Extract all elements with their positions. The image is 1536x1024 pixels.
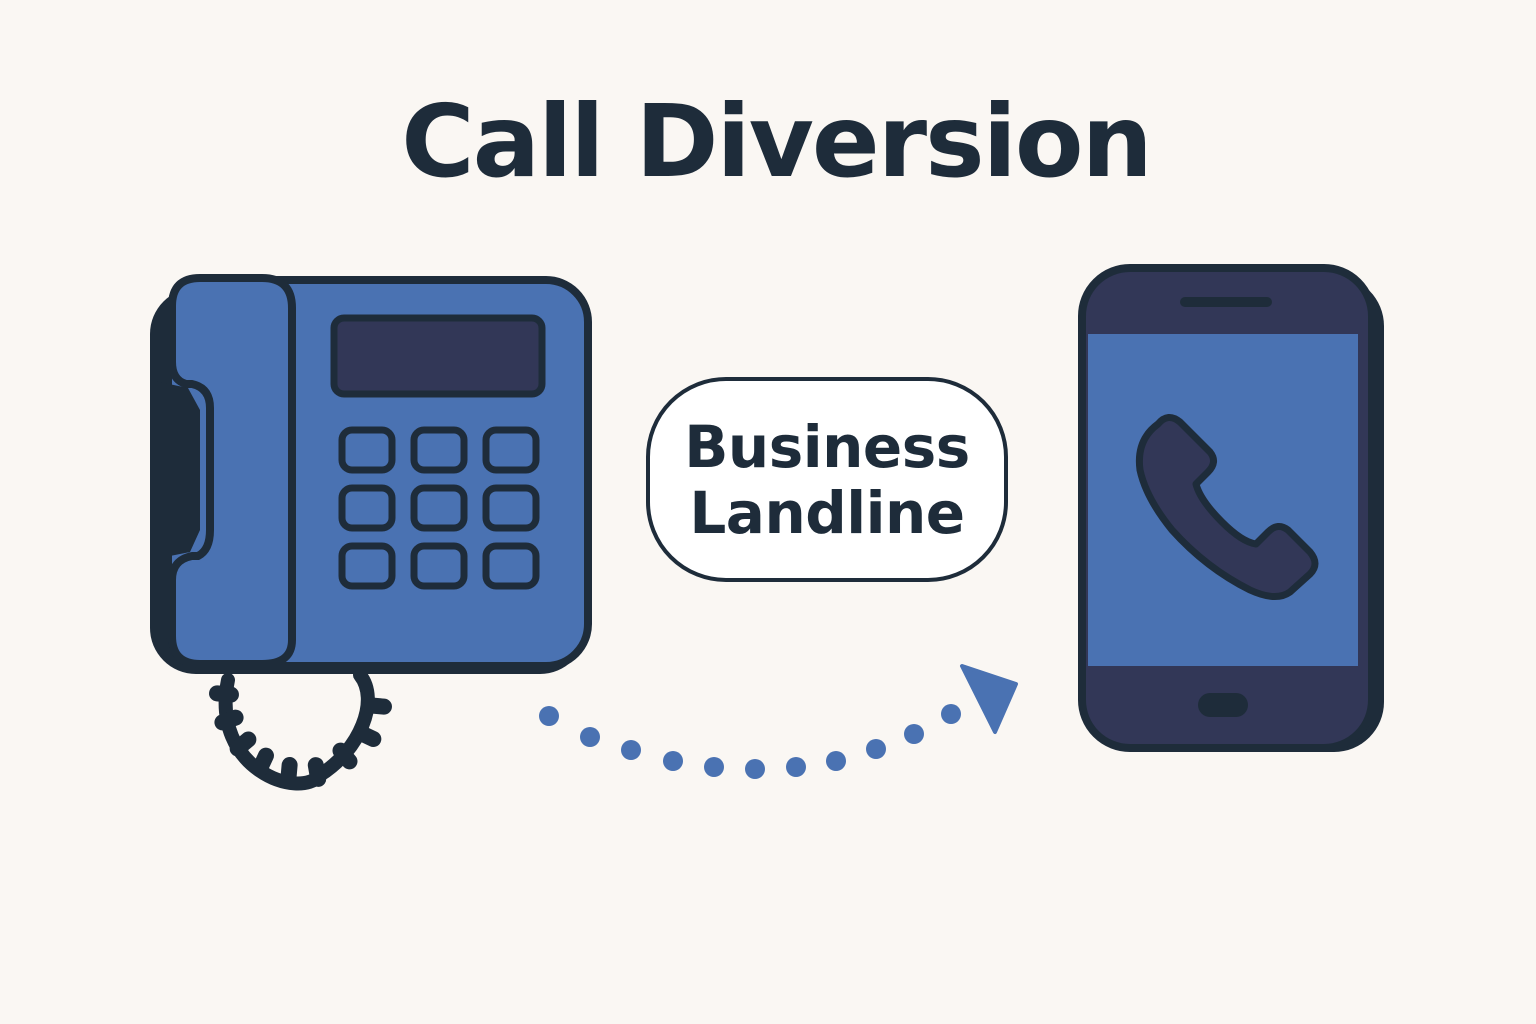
diagram-title: Call Diversion <box>401 83 1153 200</box>
desk-phone-icon <box>150 274 592 791</box>
home-button <box>1198 693 1248 717</box>
handset <box>150 274 296 668</box>
business-landline-label: Business Landline <box>646 377 1008 582</box>
phone-screen <box>1088 334 1358 666</box>
phone-keypad <box>338 426 540 590</box>
speaker-slot <box>1180 297 1272 307</box>
call-icon <box>1135 414 1319 600</box>
smartphone-icon <box>1078 264 1384 752</box>
dotted-arrow <box>539 664 1018 779</box>
label-line-2: Landline <box>689 478 965 547</box>
label-line-1: Business <box>684 412 970 481</box>
phone-display <box>330 314 546 398</box>
arrow-head <box>960 664 1018 734</box>
phone-cord <box>209 668 392 791</box>
